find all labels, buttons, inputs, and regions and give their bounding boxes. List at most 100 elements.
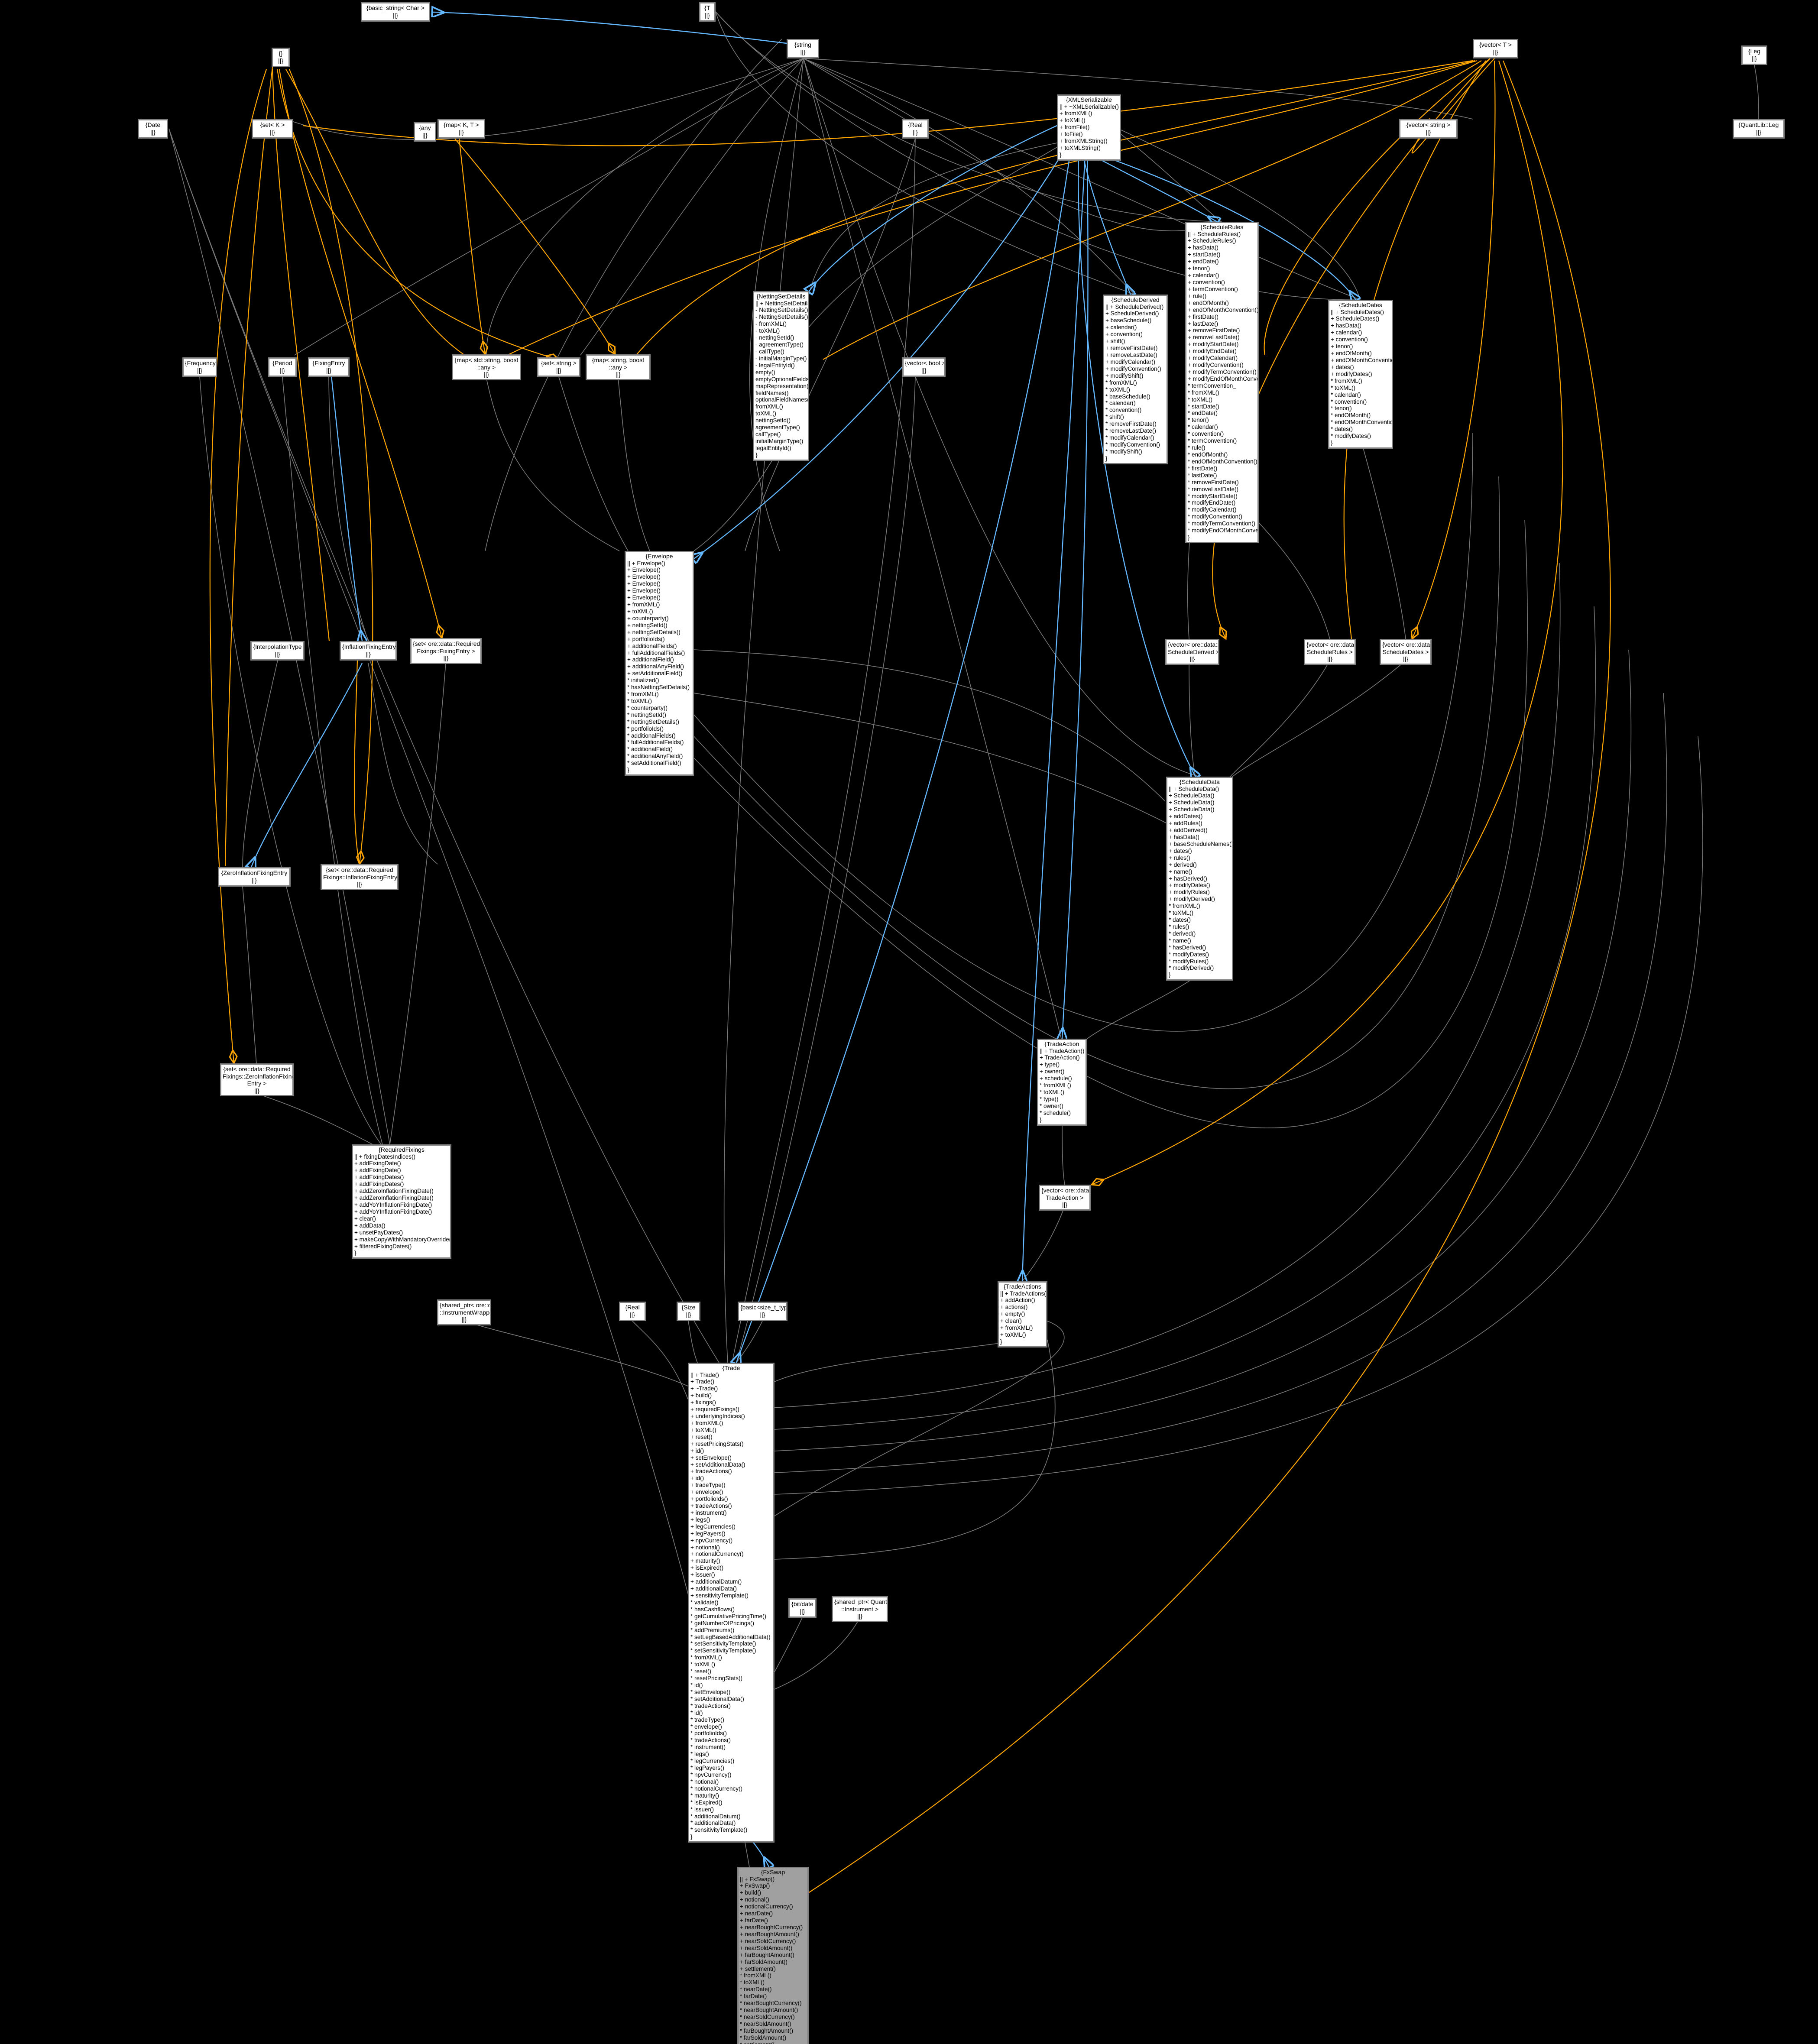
class-node-basicsizet[interactable]: {basic<size_t_type||}: [738, 1302, 787, 1321]
class-node-member: * validate(): [690, 1599, 719, 1606]
class-node-K1[interactable]: {}||}: [272, 48, 290, 67]
class-node-title: {string: [794, 41, 811, 48]
class-node-title: {FixingEntry: [312, 360, 345, 366]
class-node-title: {Period: [272, 360, 292, 366]
class-node-setK[interactable]: {set< K >||}: [252, 119, 293, 139]
class-node-TradeActions[interactable]: {TradeActions|| + TradeActions()+ addAct…: [998, 1281, 1047, 1348]
class-node-member: * toXML(): [1105, 386, 1131, 393]
class-node-T1[interactable]: {T||}: [699, 2, 716, 22]
class-node-member: * farSoldAmount(): [740, 2034, 787, 2041]
class-node-member: * legCurrencies(): [690, 1758, 735, 1765]
class-node-any[interactable]: {any||}: [414, 122, 436, 142]
class-node-vectorstring[interactable]: {vector< string >||}: [1399, 119, 1458, 139]
class-node-Real3[interactable]: {Real||}: [619, 1302, 646, 1321]
class-node-setRequiredFixingsInflationFixingEntry[interactable]: {set< ore::data::Required Fixings::Infla…: [321, 864, 399, 890]
class-node-member: initialMarginType(): [755, 437, 804, 444]
class-node-setstring[interactable]: {set< string >||}: [537, 357, 580, 377]
class-node-member: + actions(): [1000, 1304, 1028, 1311]
class-node-member: * modifyConvention(): [1188, 513, 1243, 520]
class-node-Real1[interactable]: {Real||}: [902, 119, 929, 139]
class-node-setRequiredFixingsZeroInflationFixingEntry[interactable]: {set< ore::data::Required Fixings::ZeroI…: [220, 1063, 294, 1097]
class-node-sharedptrQuantLibInstrument[interactable]: {shared_ptr< QuantLib ::Instrument >||}: [832, 1596, 888, 1622]
class-node-brace: ||}: [556, 366, 561, 374]
class-node-brace: ||}: [326, 366, 331, 374]
class-node-member: * hasDerived(): [1169, 944, 1206, 951]
class-node-member: + additionalField(): [627, 656, 674, 663]
class-node-member: + envelope(): [690, 1489, 723, 1496]
class-node-member: * fromXML(): [740, 1972, 771, 1979]
class-node-member: || + ScheduleDerived(): [1105, 303, 1164, 310]
class-node-title: {ZeroInflationFixingEntry: [221, 869, 288, 876]
class-node-member: + setAdditionalField(): [627, 670, 683, 677]
class-node-vectorScheduleRules[interactable]: {vector< ore::data:: ScheduleRules >||}: [1304, 639, 1356, 665]
class-node-member: + nettingSetDetails(): [627, 628, 681, 635]
class-node-member: * resetPricingStats(): [690, 1675, 743, 1682]
class-node-brace: ||}: [616, 371, 621, 378]
class-node-Leg[interactable]: {Leg||}: [1741, 45, 1767, 65]
class-node-basic_string[interactable]: {basic_string< Char >||}: [361, 2, 430, 22]
class-node-mapKT[interactable]: {map< K, T >||}: [437, 119, 485, 139]
class-node-FxSwap[interactable]: {FxSwap|| + FxSwap()+ FxSwap()+ build()+…: [737, 1867, 809, 2044]
class-node-mapstdstringboostany[interactable]: {map< std::string, boost ::any >||}: [452, 354, 521, 380]
class-node-ZeroInflationFixingEntry[interactable]: {ZeroInflationFixingEntry||}: [218, 867, 291, 887]
class-node-ScheduleData[interactable]: {ScheduleData|| + ScheduleData()+ Schedu…: [1166, 777, 1233, 981]
class-node-title: {Trade: [722, 1364, 740, 1371]
class-node-TradeAction[interactable]: {TradeAction|| + TradeAction()+ TradeAct…: [1037, 1039, 1087, 1126]
class-node-member: * removeLastDate(): [1188, 486, 1239, 492]
class-node-member: + additionalFields(): [627, 642, 677, 649]
class-node-ScheduleDerived[interactable]: {ScheduleDerived|| + ScheduleDerived()+ …: [1103, 295, 1168, 464]
class-node-title: {vector< bool >: [905, 360, 946, 366]
class-node-member: || + Trade(): [690, 1371, 719, 1378]
class-node-member: - NettingSetDetails(): [755, 314, 808, 321]
class-node-member: + nearDate(): [740, 1910, 773, 1917]
class-node-member: * tenor(): [1331, 405, 1352, 412]
class-node-member: + legs(): [690, 1516, 710, 1523]
class-node-InterpolationType[interactable]: {InterpolationType||}: [250, 641, 305, 661]
class-node-member: }: [354, 1250, 356, 1257]
class-node-QuantLibLeg[interactable]: {QuantLib::Leg||}: [1733, 119, 1785, 139]
class-node-Size[interactable]: {Size||}: [677, 1302, 700, 1321]
class-node-member: + additionalData(): [690, 1585, 737, 1592]
class-node-member: * nettingSetId(): [627, 711, 667, 718]
class-node-Frequency[interactable]: {Frequency||}: [182, 357, 217, 377]
class-node-FixingEntry[interactable]: {FixingEntry||}: [308, 357, 350, 377]
class-node-member: * dates(): [1331, 426, 1353, 433]
class-node-title: {shared_ptr< ore::data ::InstrumentWrapp…: [440, 1302, 491, 1316]
class-node-Trade[interactable]: {Trade|| + Trade()+ Trade()+ ~Trade()+ b…: [688, 1363, 775, 1843]
class-node-mapstringboostany[interactable]: {map< string, boost ::any >||}: [586, 354, 651, 380]
class-node-string[interactable]: {string||}: [787, 39, 819, 58]
class-node-Period[interactable]: {Period||}: [268, 357, 297, 377]
class-node-vectorScheduleDates[interactable]: {vector< ore::data:: ScheduleDates >||}: [1380, 639, 1432, 665]
class-node-member: + notional(): [690, 1544, 720, 1551]
class-node-member: + additionalAnyField(): [627, 663, 684, 670]
class-node-vectorbool[interactable]: {vector< bool >||}: [902, 357, 946, 377]
class-node-NettingSetDetails[interactable]: {NettingSetDetails|| + NettingSetDetails…: [753, 291, 809, 461]
class-node-title: {NettingSetDetails: [756, 293, 806, 300]
class-node-bitdate[interactable]: {bit/date||}: [788, 1598, 817, 1618]
class-node-member: + modifyCalendar(): [1188, 355, 1238, 362]
class-node-member: * farBoughtAmount(): [740, 2027, 794, 2034]
class-node-member: * toXML(): [1040, 1089, 1065, 1096]
class-node-member: * nearDate(): [740, 1986, 772, 1993]
class-node-vectorT[interactable]: {vector< T >||}: [1473, 39, 1518, 58]
class-node-RequiredFixings[interactable]: {RequiredFixings|| + fixingDatesIndices(…: [352, 1144, 451, 1259]
class-node-member: + clear(): [354, 1215, 376, 1222]
class-node-vectorTradeAction[interactable]: {vector< ore::data:: TradeAction >||}: [1039, 1185, 1091, 1211]
class-node-title: {RequiredFixings: [379, 1146, 425, 1153]
class-node-sharedptrInstrumentWrapper[interactable]: {shared_ptr< ore::data ::InstrumentWrapp…: [437, 1299, 491, 1325]
class-node-InflationFixingEntry[interactable]: {InflationFixingEntry||}: [340, 641, 397, 661]
class-node-ScheduleDates[interactable]: {ScheduleDates|| + ScheduleDates()+ Sche…: [1328, 300, 1393, 449]
class-node-member: * nearSoldAmount(): [740, 2020, 791, 2027]
class-node-Envelope[interactable]: {Envelope|| + Envelope()+ Envelope()+ En…: [625, 551, 694, 776]
class-node-Date[interactable]: {Date||}: [138, 119, 168, 139]
class-node-member: * setAdditionalData(): [690, 1695, 744, 1702]
class-node-setRequiredFixingsFixingEntry[interactable]: {set< ore::data::Required Fixings::Fixin…: [410, 638, 482, 664]
class-node-title: {FxSwap: [761, 1869, 785, 1876]
class-node-member: + instrument(): [690, 1509, 727, 1516]
class-node-member: + nearSoldCurrency(): [740, 1937, 796, 1944]
class-node-member: + Envelope(): [627, 567, 661, 573]
class-node-title: {vector< string >: [1406, 121, 1451, 128]
class-node-vectorScheduleDerived[interactable]: {vector< ore::data:: ScheduleDerived >||…: [1165, 639, 1219, 665]
class-node-ScheduleRules[interactable]: {ScheduleRules|| + ScheduleRules()+ Sche…: [1185, 222, 1259, 543]
class-node-XMLSerializable[interactable]: {XMLSerializable|| + ~XMLSerializable()+…: [1057, 94, 1121, 161]
